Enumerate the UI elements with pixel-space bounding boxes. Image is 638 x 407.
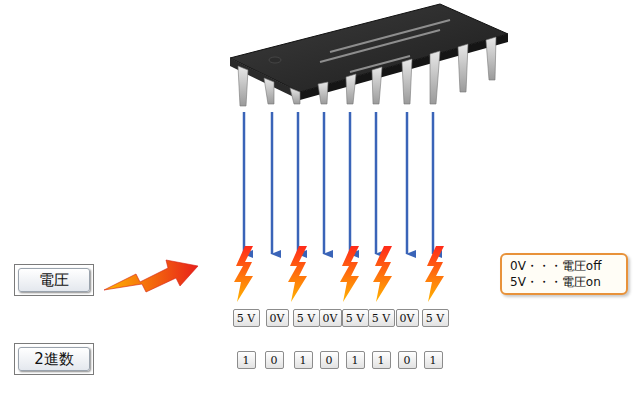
box-label: 1 [352, 354, 359, 367]
bit-box: 1 [294, 351, 313, 369]
box-label: 1 [243, 354, 250, 367]
box-label: 5 V [297, 312, 315, 325]
bit-box: 0 [398, 351, 417, 369]
voltage-box: 0V [266, 309, 289, 327]
box-label: 5 V [426, 312, 444, 325]
box-label: 2進数 [34, 350, 74, 369]
box-label: 0 [326, 354, 333, 367]
bit-box: 1 [424, 351, 443, 369]
label-box: 2進数 [14, 343, 94, 375]
bit-box: 0 [265, 351, 284, 369]
box-label: 0V [400, 312, 415, 325]
box-label: 0V [323, 312, 338, 325]
bit-box: 1 [372, 351, 391, 369]
box-label: 5 V [346, 312, 364, 325]
box-label: 1 [300, 354, 307, 367]
label-box: 電圧 [14, 264, 94, 296]
note-text: 5V・・・電圧on [510, 274, 618, 290]
box-label: 5 V [372, 312, 390, 325]
box-label: 0 [271, 354, 278, 367]
box-inner: 2進数 [18, 347, 90, 371]
box-label: 0V [270, 312, 285, 325]
voltage-box: 0V [396, 309, 419, 327]
note-text: 0V・・・電圧off [510, 258, 618, 274]
box-inner: 電圧 [18, 268, 90, 292]
voltage-box: 5 V [422, 309, 449, 327]
note-box: 0V・・・電圧off5V・・・電圧on [500, 253, 628, 295]
box-label: 電圧 [39, 271, 69, 290]
bit-box: 1 [346, 351, 365, 369]
box-label: 0 [404, 354, 411, 367]
voltage-box: 5 V [233, 309, 260, 327]
box-label: 1 [430, 354, 437, 367]
box-label: 5 V [237, 312, 255, 325]
voltage-box: 0V [319, 309, 342, 327]
voltage-box: 5 V [368, 309, 395, 327]
bit-box: 1 [237, 351, 256, 369]
voltage-box: 5 V [342, 309, 369, 327]
box-label: 1 [378, 354, 385, 367]
voltage-box: 5 V [293, 309, 320, 327]
bit-box: 0 [320, 351, 339, 369]
